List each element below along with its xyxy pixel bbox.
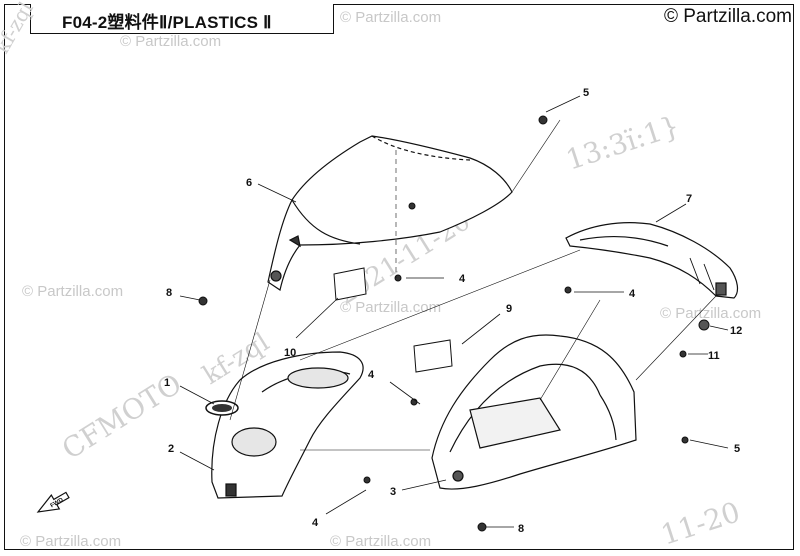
callout-1: 1 — [164, 377, 170, 389]
callout-4: 4 — [312, 517, 319, 529]
watermark-partzilla: © Partzilla.com — [340, 299, 441, 316]
part-9-decal — [413, 339, 453, 373]
watermark-stamp-user: kf-zql — [0, 0, 38, 58]
diagram-frame — [4, 4, 794, 550]
callout-9: 9 — [506, 303, 512, 315]
part-1-gasket — [205, 400, 239, 416]
callout-5: 5 — [583, 87, 589, 99]
callout-8: 8 — [518, 523, 524, 535]
watermark-partzilla: © Partzilla.com — [20, 533, 121, 550]
watermark-partzilla: © Partzilla.com — [22, 283, 123, 300]
callout-10: 10 — [284, 347, 296, 359]
callout-4: 4 — [629, 288, 636, 300]
watermark-corner-date: 11-20 — [657, 495, 744, 551]
forward-arrow-icon: FWD — [36, 491, 70, 513]
watermark-partzilla: © Partzilla.com — [120, 33, 221, 50]
fastener-bolts — [198, 115, 710, 532]
callout-3: 3 — [390, 486, 396, 498]
part-10-decal — [333, 267, 367, 301]
watermark-partzilla: © Partzilla.com — [330, 533, 431, 550]
callout-5: 5 — [734, 443, 740, 455]
callout-2: 2 — [168, 443, 174, 455]
callout-4: 4 — [368, 369, 375, 381]
part-3-side-panel — [431, 334, 637, 490]
callout-8: 8 — [166, 287, 172, 299]
title-box — [30, 4, 334, 34]
page-title: F04-2塑料件Ⅱ/PLASTICS Ⅱ — [62, 13, 272, 32]
callout-4: 4 — [459, 273, 466, 285]
callout-6: 6 — [246, 177, 252, 189]
watermark-partzilla: © Partzilla.com — [340, 9, 441, 26]
callout-12: 12 — [730, 325, 742, 337]
copyright-notice: © Partzilla.com — [663, 6, 792, 27]
callout-7: 7 — [686, 193, 692, 205]
leader-lines — [179, 95, 729, 528]
callout-11: 11 — [708, 350, 720, 362]
watermark-stamp-time: 13:3ï:1} — [562, 109, 683, 177]
part-6-upper-shield — [267, 135, 513, 291]
part-2-center-cover — [211, 351, 364, 499]
part-7-tail-cowl — [565, 222, 739, 299]
watermark-partzilla: © Partzilla.com — [660, 305, 761, 322]
